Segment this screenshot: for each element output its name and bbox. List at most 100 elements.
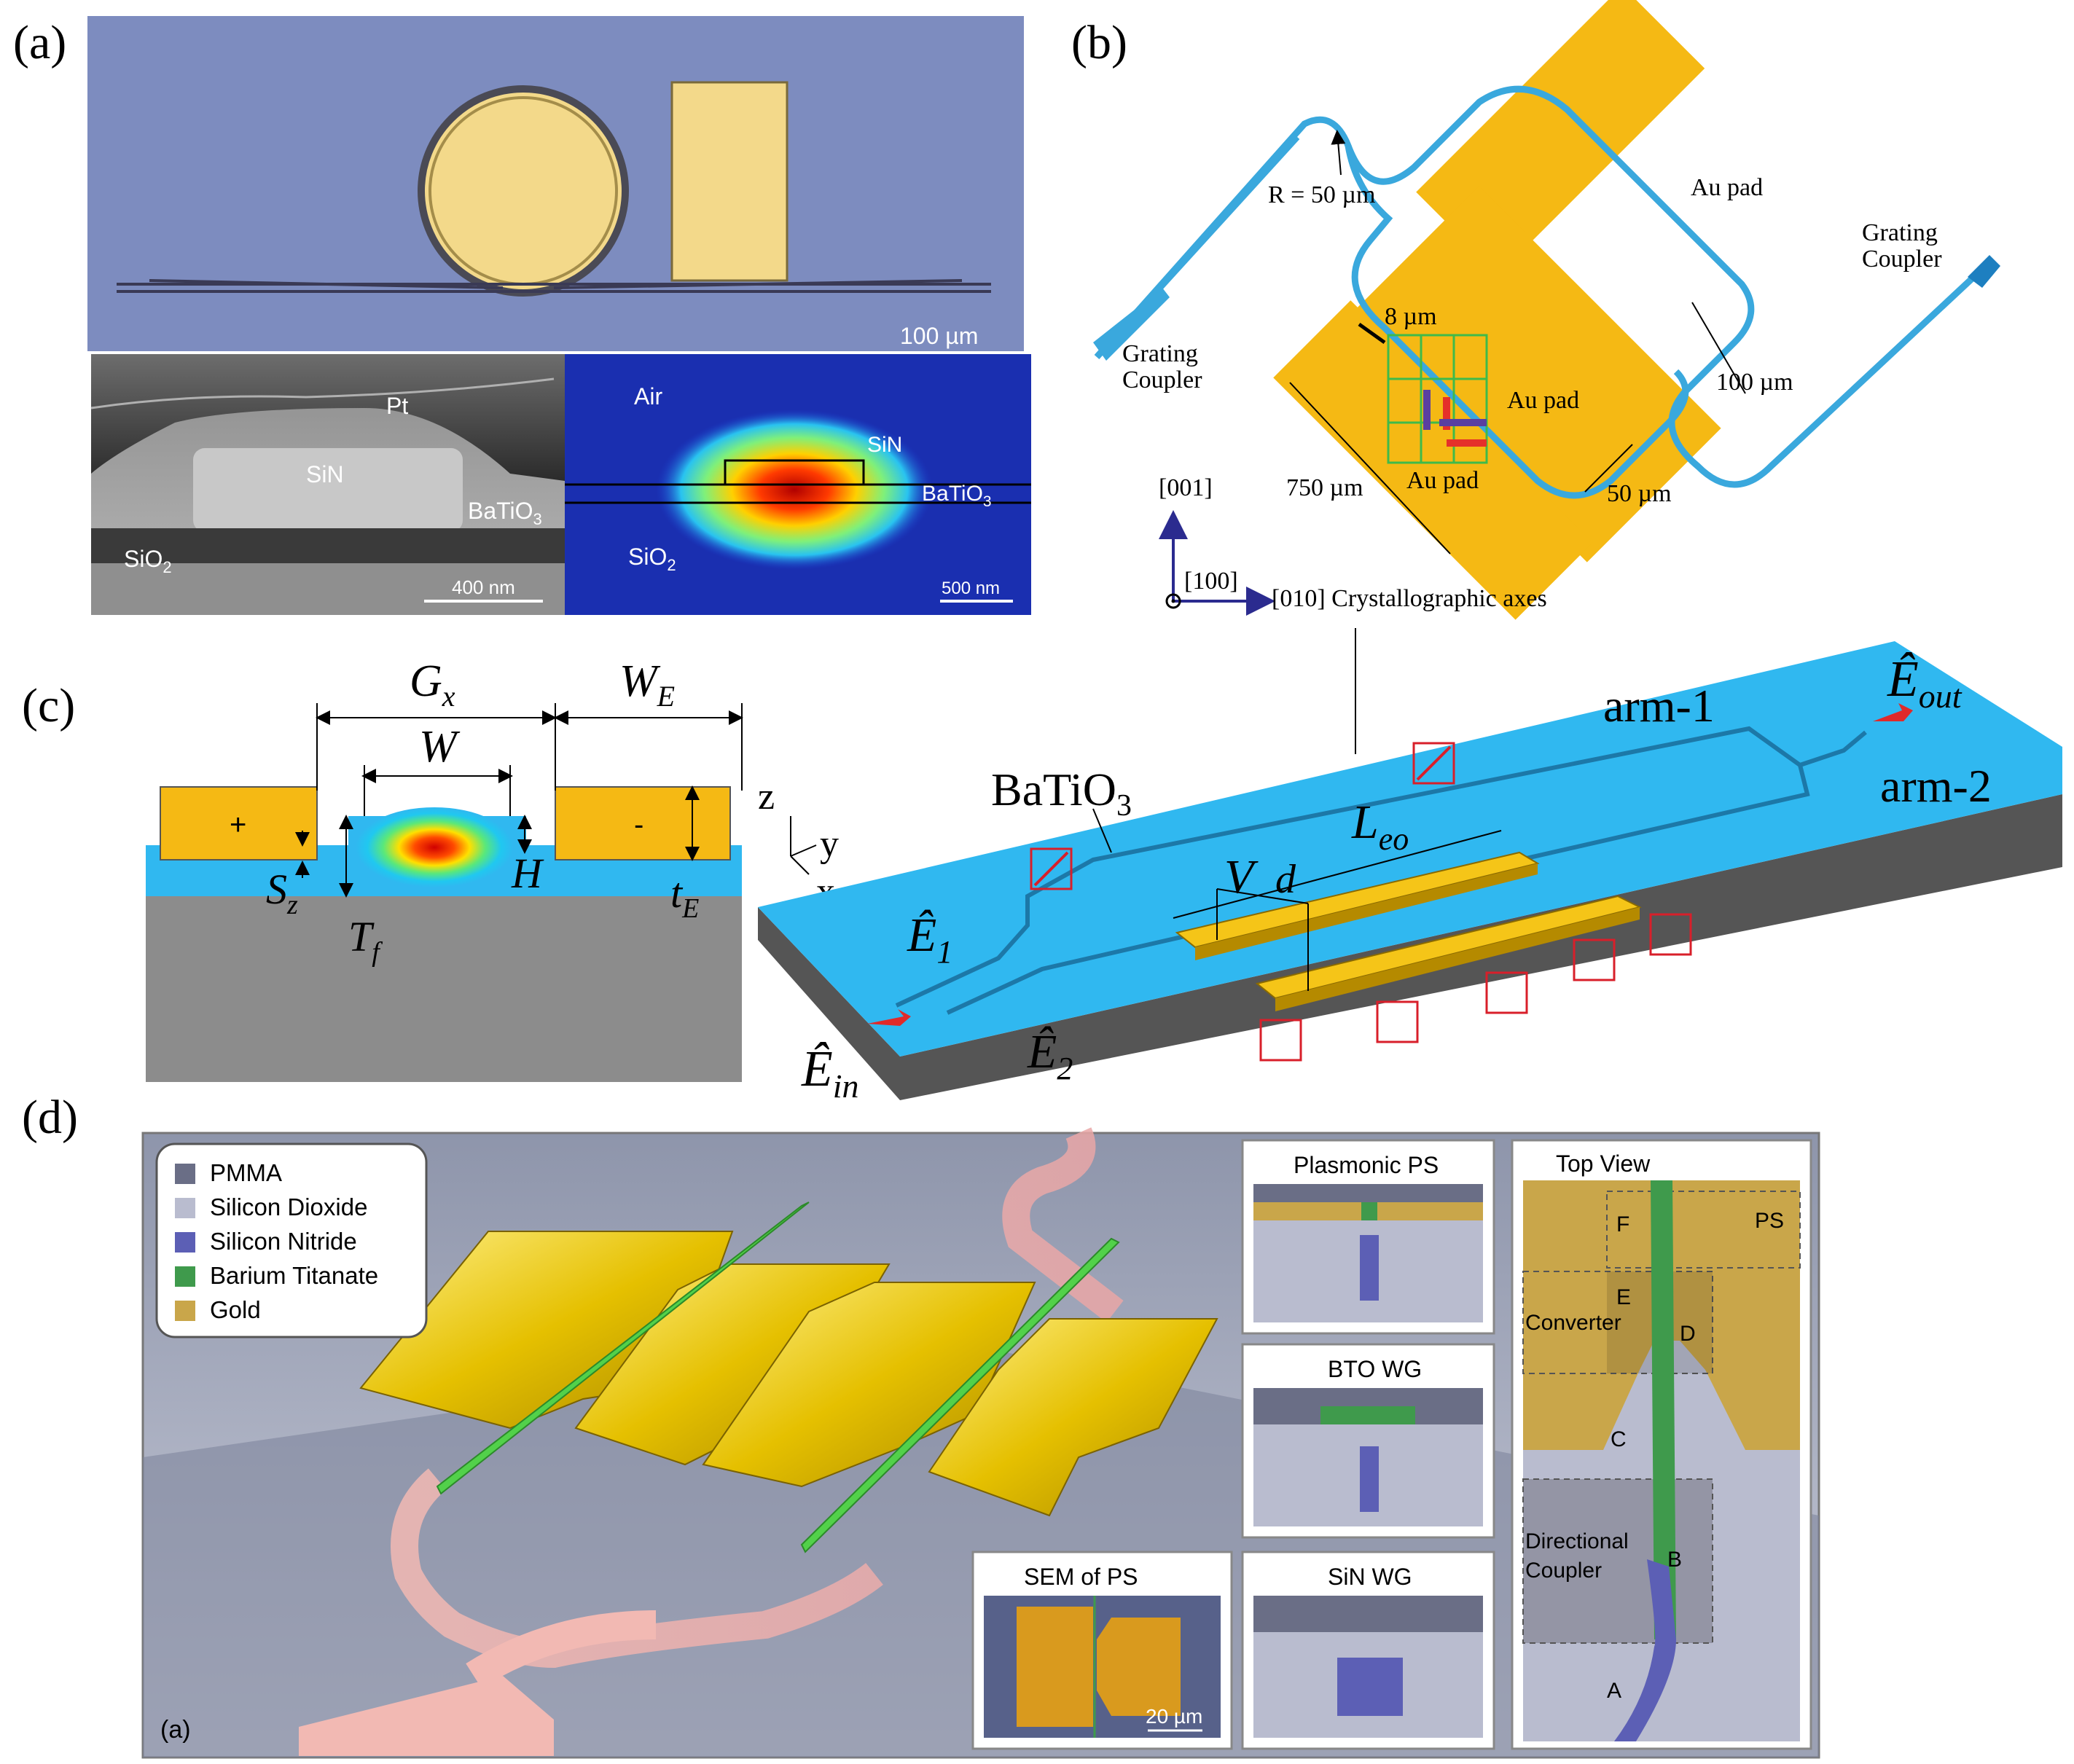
tv-e-label: E	[1616, 1285, 1631, 1309]
inset-plasmonic-title: Plasmonic PS	[1294, 1152, 1439, 1178]
h-label: H	[511, 850, 544, 897]
legend-box	[155, 1142, 428, 1338]
te-label: tE	[670, 869, 699, 924]
electrode-plus	[160, 786, 318, 861]
au-pad-label-lower: Au pad	[1406, 467, 1479, 494]
mode-sio2-label: SiO2	[628, 544, 676, 574]
radius-label: R = 50 µm	[1268, 181, 1375, 208]
au-pad-label-top: Au pad	[1691, 174, 1763, 201]
top-view-title: Top View	[1556, 1150, 1651, 1177]
legend-swatch	[175, 1301, 195, 1321]
sem-ps-scale: 20 µm	[1146, 1705, 1202, 1728]
panel-b: R = 50 µm Au pad Au pad Au pad Grating C…	[1093, 0, 2000, 754]
grating-left-line2: Coupler	[1122, 366, 1202, 393]
grating-right-line2: Coupler	[1862, 246, 1942, 273]
square-pad	[670, 81, 788, 282]
panel-label-d: (d)	[22, 1091, 78, 1144]
render-sub-label: (a)	[160, 1716, 191, 1744]
legend-label: Silicon Dioxide	[210, 1193, 367, 1220]
bto-waveguide-left	[436, 1202, 810, 1495]
grating-coupler-left	[1093, 288, 1170, 361]
tv-f-label: F	[1616, 1212, 1629, 1236]
legend-swatch	[175, 1164, 195, 1184]
grating-right-line1: Grating	[1862, 219, 1938, 246]
gold-pad-4	[928, 1318, 1218, 1517]
tv-b-label: B	[1667, 1548, 1682, 1572]
bto-waveguide-right	[800, 1237, 1120, 1553]
len-100-label: 100 µm	[1716, 369, 1793, 396]
ring-electrode	[418, 85, 629, 297]
len-50-label: 50 µm	[1607, 480, 1672, 507]
panel-c: + - Gx WE W Sz H Tf tE z y x	[146, 641, 2062, 1105]
sz-label: Sz	[266, 866, 298, 920]
leo-label: Leo	[1351, 796, 1409, 857]
au-pad-label-main: Au pad	[1507, 387, 1579, 414]
sem-pt-label: Pt	[386, 393, 408, 419]
eout-label: Êout	[1887, 651, 1963, 715]
inset-sem-title: SEM of PS	[1024, 1564, 1138, 1590]
mzm-waveguides	[895, 726, 1867, 1015]
arm2-label: arm-2	[1880, 760, 1992, 812]
sem-bto-label: BaTiO3	[468, 498, 542, 528]
ein-label: Êin	[801, 1041, 859, 1105]
tv-d-label: D	[1680, 1322, 1696, 1346]
minus-sign: -	[634, 809, 643, 841]
substrate	[146, 896, 742, 1082]
plus-sign: +	[230, 809, 246, 841]
gx-label: Gx	[410, 656, 455, 713]
len-750-label: 750 µm	[1286, 474, 1363, 501]
bto-layer	[91, 528, 565, 563]
mode-bto-label: BaTiO3	[922, 482, 992, 510]
axis-001-label: [001]	[1159, 474, 1213, 501]
mode-scale: 500 nm	[942, 579, 1000, 598]
mzm-slab-top	[758, 641, 2062, 1057]
bus-waveguide	[117, 279, 991, 293]
panel-label-c: (c)	[22, 679, 75, 732]
panel-label-b: (b)	[1071, 16, 1127, 69]
electrode-minus	[555, 786, 731, 861]
tv-a-label: A	[1607, 1679, 1621, 1703]
panel-a: 100 µm Pt SiN BaTiO3 SiO2 400 nm Air SiN…	[87, 16, 1031, 615]
legend-label: Barium Titanate	[210, 1262, 378, 1289]
output-arrow-icon	[1873, 703, 1913, 721]
bto-label-c: BaTiO3	[991, 764, 1132, 823]
gap-8um-label: 8 µm	[1385, 303, 1437, 330]
legend-swatch	[175, 1266, 195, 1287]
axis-100-label: [100]	[1184, 568, 1238, 595]
legend-swatch	[175, 1198, 195, 1218]
d-label: d	[1275, 857, 1296, 902]
mode-air-label: Air	[634, 383, 662, 409]
sem-scale: 400 nm	[452, 576, 515, 598]
mode-field	[656, 409, 933, 570]
tv-ps-label: PS	[1755, 1209, 1784, 1233]
scale-100um: 100 µm	[900, 323, 978, 349]
electrode-grid	[1387, 334, 1488, 464]
tv-dc-line2: Coupler	[1525, 1559, 1602, 1583]
pt-layer	[91, 354, 565, 481]
sem-sin-label: SiN	[306, 461, 344, 487]
e1-label: Ê1	[907, 909, 952, 970]
grating-coupler-right	[1968, 255, 2000, 288]
legend-label: PMMA	[210, 1159, 282, 1186]
sin-block	[193, 448, 463, 532]
mode-profile-c	[356, 807, 513, 887]
legend-label: Silicon Nitride	[210, 1228, 357, 1255]
tv-dc-line1: Directional	[1525, 1529, 1629, 1553]
grating-left-line1: Grating	[1122, 340, 1198, 367]
axis-y-label: y	[820, 823, 839, 865]
sem-sio2-label: SiO2	[124, 546, 172, 576]
inset-bto-title: BTO WG	[1328, 1356, 1422, 1382]
v-label: V	[1224, 850, 1259, 903]
tv-converter-label: Converter	[1525, 1311, 1621, 1335]
legend-swatch	[175, 1232, 195, 1253]
arm1-label: arm-1	[1603, 680, 1715, 732]
w-label: W	[419, 722, 461, 772]
au-pad-lower	[1273, 300, 1593, 620]
e2-label: Ê2	[1027, 1025, 1073, 1086]
axis-origin-icon	[1165, 593, 1181, 609]
tv-c-label: C	[1611, 1427, 1627, 1451]
inset-sin-title: SiN WG	[1328, 1564, 1412, 1590]
